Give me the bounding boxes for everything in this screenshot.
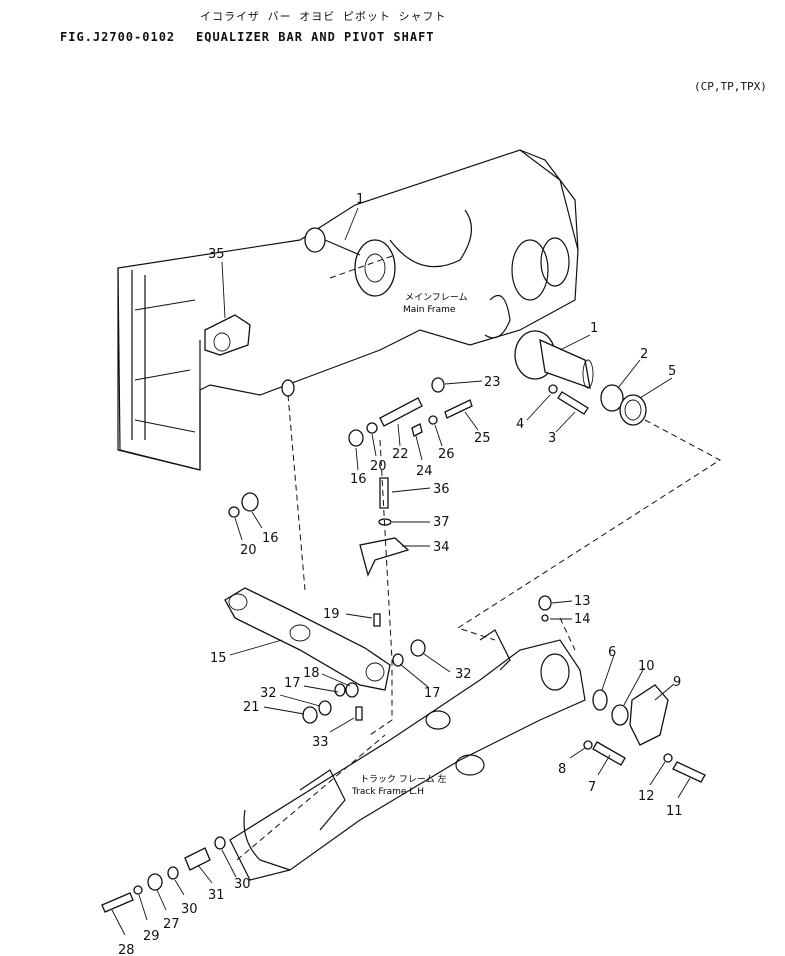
callout-12: 12: [638, 789, 655, 804]
callouts: 1 35 1 2 5 23 4 3 25 16 20 22 24 26 36 2…: [111, 192, 691, 956]
callout-28: 28: [118, 943, 135, 956]
callout-16-left: 16: [262, 531, 279, 546]
lock-part-24: [411, 423, 423, 437]
washer-part-26: [428, 415, 438, 425]
seal-part-5: [619, 394, 647, 426]
svg-text:トラック フレーム 左: トラック フレーム 左: [360, 773, 446, 785]
callout-6: 6: [608, 645, 616, 660]
callout-15: 15: [210, 651, 227, 666]
nut-part-32: [318, 700, 332, 716]
pin-part-22: [379, 397, 423, 427]
grease-fitting-part-13: [538, 595, 552, 611]
figure-title: EQUALIZER BAR AND PIVOT SHAFT: [196, 30, 435, 44]
callout-23: 23: [484, 375, 501, 390]
callout-11: 11: [666, 804, 683, 819]
callout-3: 3: [548, 431, 556, 446]
main-frame-label: メインフレーム Main Frame: [403, 292, 467, 315]
cover-part-9: [629, 684, 669, 746]
callout-1-right: 1: [590, 321, 598, 336]
ring-part-14: [541, 614, 549, 622]
callout-7: 7: [588, 780, 596, 795]
equalizer-bar: [224, 587, 391, 691]
callout-32-left: 32: [260, 686, 277, 701]
callout-1-top: 1: [356, 192, 364, 207]
callout-33: 33: [312, 735, 329, 750]
bolt-part-28: [101, 892, 134, 913]
callout-29: 29: [143, 929, 160, 944]
callout-20-center: 20: [370, 459, 387, 474]
callout-9: 9: [673, 675, 681, 690]
callout-31: 31: [208, 888, 225, 903]
main-frame: [117, 149, 579, 471]
callout-13: 13: [574, 594, 591, 609]
callout-25: 25: [474, 431, 491, 446]
seal-part-20: [366, 422, 378, 434]
figure-title-kana: イコライザ バー オヨビ ピボット シャフト: [200, 10, 447, 23]
washer-part-29: [133, 885, 143, 895]
bolt-part-3: [557, 391, 589, 415]
callout-17-left: 17: [284, 676, 301, 691]
model-applicability: (CP,TP,TPX): [694, 80, 767, 93]
nut-part-32b: [410, 639, 426, 657]
washer-part-17b: [392, 653, 404, 667]
callout-30-bottom: 30: [181, 902, 198, 917]
nut-part-21: [302, 706, 318, 724]
pivot-shaft: [514, 330, 594, 389]
callout-2: 2: [640, 347, 648, 362]
svg-text:Main Frame: Main Frame: [403, 305, 456, 315]
ring-part-10: [611, 704, 629, 726]
seal-part-20b: [228, 506, 240, 518]
callout-17-right: 17: [424, 686, 441, 701]
callout-19: 19: [323, 607, 340, 622]
callout-34: 34: [433, 540, 450, 555]
callout-10: 10: [638, 659, 655, 674]
callout-22: 22: [392, 447, 409, 462]
washer-part-17: [334, 683, 346, 697]
callout-30-top: 30: [234, 877, 251, 892]
seal-part-2: [600, 384, 624, 412]
grease-fitting-part-19: [373, 613, 381, 627]
callout-26: 26: [438, 447, 455, 462]
bushing-part-18: [345, 682, 359, 698]
nut-part-27: [147, 873, 163, 891]
callout-4: 4: [516, 417, 524, 432]
callout-36: 36: [433, 482, 450, 497]
plate-part-34: [359, 537, 410, 577]
callout-21: 21: [243, 700, 260, 715]
callout-20-left: 20: [240, 543, 257, 558]
grease-fitting-part-33: [355, 706, 363, 721]
washer-part-8: [583, 740, 593, 750]
callout-16-center: 16: [350, 472, 367, 487]
callout-5: 5: [668, 364, 676, 379]
callout-35: 35: [208, 247, 225, 262]
figure-number: FIG.J2700-0102: [60, 30, 176, 44]
bolt-part-36: [379, 477, 389, 509]
bushing-part-16b: [241, 492, 259, 512]
plate-part-6: [592, 689, 608, 711]
callout-24: 24: [416, 464, 433, 479]
bolt-part-25: [444, 399, 473, 419]
ring-part-30b: [167, 866, 179, 880]
track-frame-label: トラック フレーム 左 Track Frame L.H: [351, 773, 446, 797]
callout-8: 8: [558, 762, 566, 777]
callout-32-right: 32: [455, 667, 472, 682]
bushing-part-16: [348, 429, 364, 447]
bolt-part-7: [592, 741, 626, 766]
ring-part-30: [214, 836, 226, 850]
grease-fitting-part-23: [431, 377, 445, 393]
callout-27: 27: [163, 917, 180, 932]
pin-part-31: [184, 847, 211, 871]
washer-part-12: [663, 753, 673, 763]
svg-text:メインフレーム: メインフレーム: [405, 292, 467, 303]
svg-text:Track Frame L.H: Track Frame L.H: [351, 787, 424, 797]
washer-part-4: [548, 384, 558, 394]
callout-14: 14: [574, 612, 591, 627]
callout-18: 18: [303, 666, 320, 681]
track-frame: [229, 629, 586, 881]
callout-37: 37: [433, 515, 450, 530]
bolt-part-11: [672, 761, 706, 783]
